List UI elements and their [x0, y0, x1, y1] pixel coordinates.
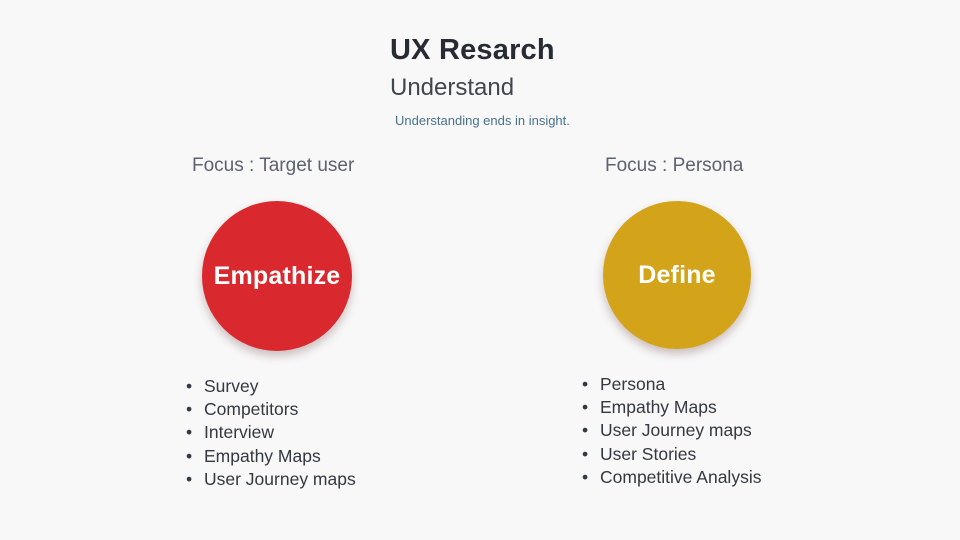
bullet-icon: • [582, 397, 589, 418]
list-item-label: Competitors [204, 399, 299, 420]
bullet-icon: • [582, 466, 589, 487]
list-item: • Empathy Maps [582, 396, 858, 419]
header: UX Resarch Understand Understanding ends… [390, 34, 570, 128]
bullet-icon: • [186, 376, 193, 396]
list-item-label: User Journey maps [600, 420, 752, 441]
empathize-circle-label: Empathize [213, 261, 341, 290]
bullet-icon: • [186, 399, 193, 420]
define-column: Focus : Persona Define • Persona • Empathy… [578, 155, 858, 489]
define-circle-label: Define [638, 260, 716, 289]
list-item: • User Stories [582, 443, 858, 466]
define-circle: Define [603, 201, 751, 349]
list-item: • User Journey maps [582, 419, 858, 442]
bullet-icon: • [186, 422, 193, 443]
empathize-column: Focus : Target user Empathize • Survey • C… [186, 155, 466, 491]
bullet-icon: • [186, 445, 193, 466]
list-item-label: Persona [600, 374, 666, 394]
bullet-icon: • [582, 443, 589, 464]
list-item: • Empathy Maps [186, 445, 466, 468]
list-item-label: Survey [204, 376, 259, 396]
list-item: • User Journey maps [186, 468, 466, 491]
define-method-list: • Persona • Empathy Maps • User Journey map… [578, 373, 858, 489]
list-item-label: User Stories [600, 443, 697, 464]
list-item: • Persona [582, 373, 858, 396]
list-item-label: Empathy Maps [204, 445, 321, 466]
list-item: • Interview [186, 421, 466, 444]
focus-label-persona: Focus : Persona [605, 155, 744, 176]
empathize-circle: Empathize [202, 201, 352, 351]
list-item: • Competitive Analysis [582, 466, 858, 489]
insight-note: Understanding ends in insight. [395, 113, 570, 128]
list-item-label: Empathy Maps [600, 397, 717, 418]
list-item: • Competitors [186, 398, 466, 421]
list-item-label: Competitive Analysis [600, 466, 762, 487]
page-subtitle: Understand [390, 74, 515, 101]
bullet-icon: • [582, 374, 589, 394]
focus-label-target-user: Focus : Target user [192, 155, 355, 176]
bullet-icon: • [186, 468, 193, 489]
empathize-method-list: • Survey • Competitors • Interview • Empathy… [186, 375, 466, 491]
list-item-label: Interview [204, 422, 275, 443]
list-item: • Survey [186, 375, 466, 398]
list-item-label: User Journey maps [204, 468, 356, 489]
page-title: UX Resarch [390, 34, 555, 66]
bullet-icon: • [582, 420, 589, 441]
